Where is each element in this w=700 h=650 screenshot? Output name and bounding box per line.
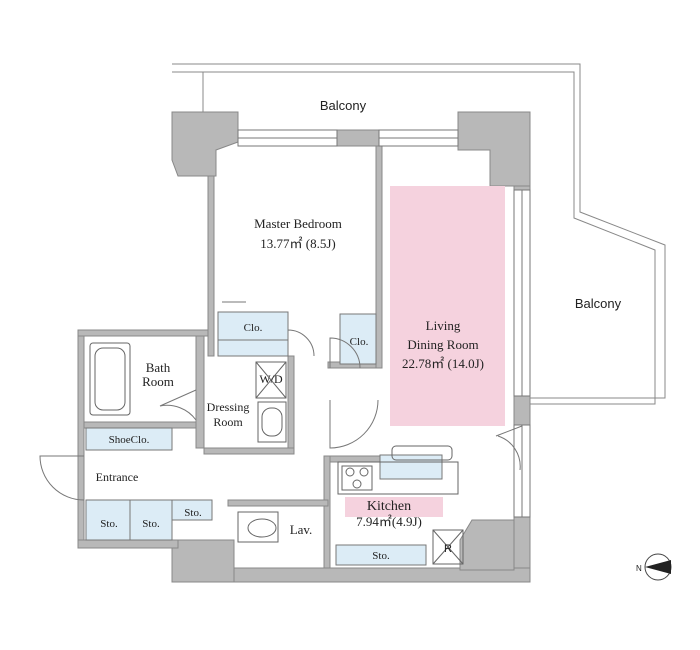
lavatory-label: Lav. [290, 522, 313, 537]
washer-dryer-label: W/D [259, 372, 283, 386]
kitchen-storage-label: Sto. [372, 550, 390, 562]
hall-closet-label: Clo. [350, 336, 369, 348]
bath-room-label: Room [142, 374, 174, 389]
kitchen-size: 7.94㎡(4.9J) [356, 514, 422, 529]
fixtures [89, 342, 464, 565]
master-bedroom-label: Master Bedroom [254, 216, 342, 231]
shoe-closet-label: ShoeClo. [109, 434, 150, 446]
kitchen-label: Kitchen [367, 499, 411, 514]
bath-label: Bath [146, 360, 171, 375]
living-room-highlight [390, 186, 505, 426]
dining-room-label: Dining Room [407, 337, 478, 352]
storage-1-label: Sto. [100, 518, 118, 530]
balcony-outline [172, 63, 666, 405]
closets [85, 311, 443, 566]
bedroom-closet-label: Clo. [244, 322, 263, 334]
dressing-label: Dressing [207, 400, 250, 414]
kitchen-highlight [345, 497, 443, 517]
master-bedroom-size: 13.77㎡ (8.5J) [260, 236, 335, 251]
refrigerator-label: R [444, 543, 452, 555]
compass: N [636, 553, 672, 581]
dressing-room-label: Room [213, 415, 243, 429]
living-label: Living [426, 318, 461, 333]
compass-north-label: N [636, 564, 642, 573]
balcony-top-label: Balcony [320, 98, 367, 113]
balcony-right-label: Balcony [575, 296, 622, 311]
windows [237, 129, 531, 518]
doors [39, 301, 523, 501]
living-size: 22.78㎡ (14.0J) [402, 356, 484, 371]
entrance-label: Entrance [96, 470, 139, 484]
storage-2-label: Sto. [142, 518, 160, 530]
storage-3-label: Sto. [184, 507, 202, 519]
